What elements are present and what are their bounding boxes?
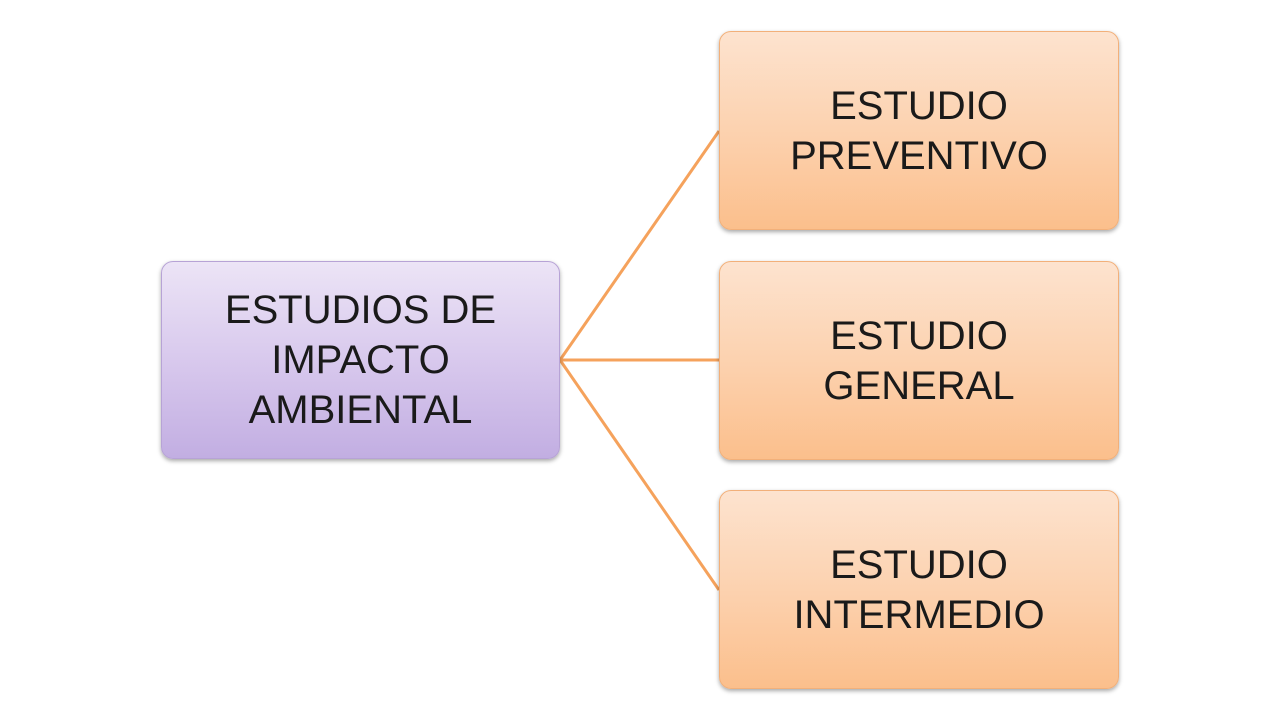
child-node-preventivo: ESTUDIO PREVENTIVO xyxy=(719,31,1119,230)
child-node-label: ESTUDIO PREVENTIVO xyxy=(790,83,1048,178)
root-node-label: ESTUDIOS DE IMPACTO AMBIENTAL xyxy=(224,288,497,432)
child-node-label: ESTUDIO INTERMEDIO xyxy=(793,542,1045,637)
child-node-label: ESTUDIO GENERAL xyxy=(823,313,1015,408)
child-node-general: ESTUDIO GENERAL xyxy=(719,261,1119,460)
child-node-intermedio: ESTUDIO INTERMEDIO xyxy=(719,490,1119,689)
connector-to-intermedio xyxy=(558,359,721,591)
root-node: ESTUDIOS DE IMPACTO AMBIENTAL xyxy=(161,261,560,459)
connector-to-preventivo xyxy=(558,130,721,361)
